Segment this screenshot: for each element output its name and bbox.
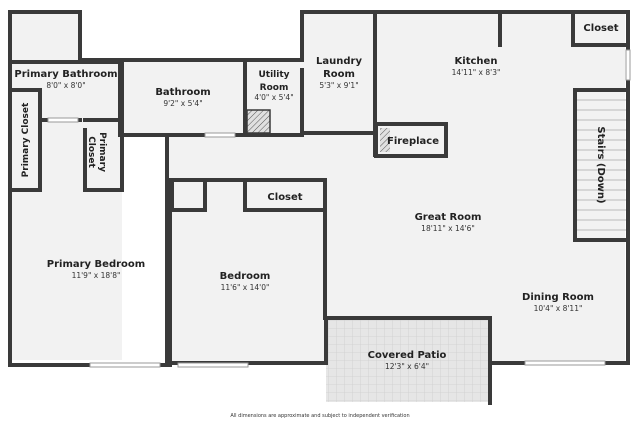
utility-shaft — [246, 109, 271, 134]
kitchen-dims: 14'11" x 8'3" — [452, 68, 501, 77]
laundry-room-dims: 5'3" x 9'1" — [319, 81, 358, 90]
stairs-name: Stairs (Down) — [595, 126, 606, 203]
dining-room-name: Dining Room — [522, 292, 594, 303]
fireplace — [374, 122, 448, 158]
primary-bedroom-dims: 11'9" x 18'8" — [72, 271, 121, 280]
bedroom-dims: 11'6" x 14'0" — [221, 283, 270, 292]
windows — [47, 49, 631, 368]
dining-room-dims: 10'4" x 8'11" — [534, 304, 583, 313]
bathroom-name: Bathroom — [155, 87, 210, 98]
primary-closet-left-name: Primary Closet — [21, 102, 31, 177]
primary-bedroom-name: Primary Bedroom — [47, 259, 145, 270]
great-room-name: Great Room — [415, 212, 482, 223]
utility-room-name-1: Utility — [258, 70, 289, 80]
stairs-treads — [577, 99, 626, 231]
primary-bathroom-dims: 8'0" x 8'0" — [46, 81, 85, 90]
laundry-room-name-2: Room — [323, 69, 355, 80]
bathroom-dims: 9'2" x 5'4" — [163, 99, 202, 108]
covered-patio-dims: 12'3" x 6'4" — [385, 362, 429, 371]
primary-bathroom-name: Primary Bathroom — [14, 69, 117, 80]
laundry-room-name-1: Laundry — [316, 56, 362, 67]
closet-middle-name: Closet — [267, 192, 302, 203]
kitchen-name: Kitchen — [455, 56, 498, 67]
great-room-dims: 18'11" x 14'6" — [421, 224, 475, 233]
covered-patio-area — [326, 318, 488, 402]
fireplace-name: Fireplace — [387, 136, 439, 147]
primary-closet-inner-name-2: Closet — [86, 136, 96, 168]
closet-top-right-name: Closet — [583, 23, 618, 34]
primary-closet-inner-name-1: Primary — [97, 132, 107, 172]
covered-patio-name: Covered Patio — [368, 350, 447, 361]
disclaimer-text: All dimensions are approximate and subje… — [230, 413, 410, 419]
utility-room-dims: 4'0" x 5'4" — [254, 93, 293, 102]
utility-room-name-2: Room — [260, 83, 289, 93]
room-labels: Primary Bathroom 8'0" x 8'0" Bathroom 9'… — [14, 23, 618, 371]
bedroom-name: Bedroom — [220, 271, 271, 282]
